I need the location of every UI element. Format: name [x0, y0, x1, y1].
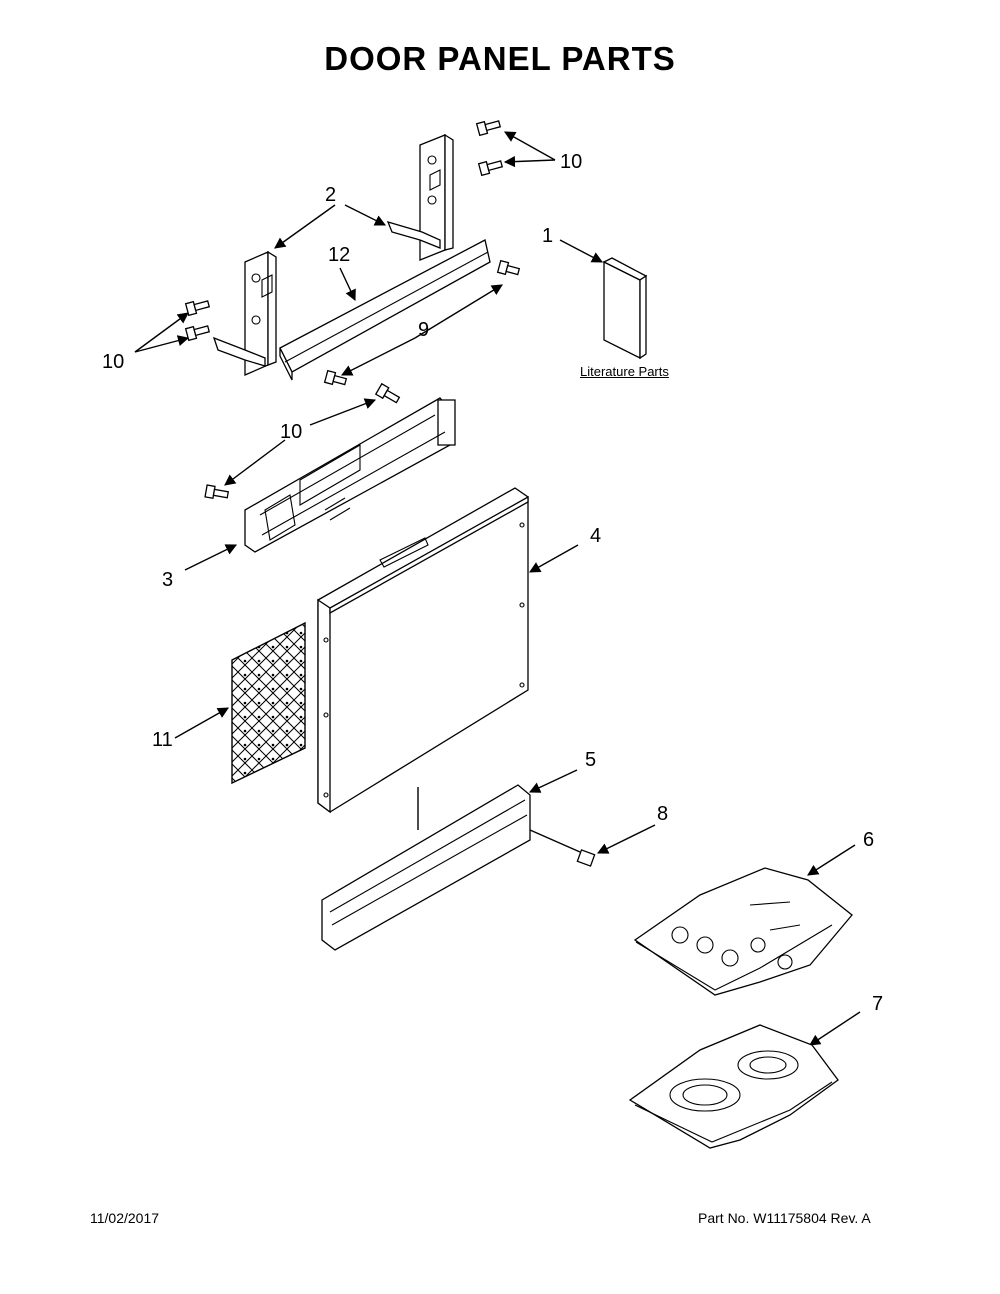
callout-5: 5: [585, 749, 597, 771]
page-title: DOOR PANEL PARTS: [324, 40, 676, 77]
footer-date: 11/02/2017: [90, 1210, 160, 1226]
callout-8: 8: [657, 803, 669, 825]
callout-9: 9: [418, 319, 430, 341]
bracket-part-2-right: [386, 133, 454, 261]
callout-11: 11: [152, 729, 173, 751]
bracket-part-2-left: [212, 250, 277, 376]
rail-part-12: [279, 239, 491, 381]
callout-10-top-right: 10: [560, 151, 583, 173]
screw-parts-9: [323, 259, 521, 386]
fastener-part-8: [576, 849, 596, 867]
callout-4: 4: [590, 525, 602, 547]
callout-2: 2: [325, 184, 337, 206]
literature-parts-label: Literature Parts: [580, 364, 669, 379]
callout-7: 7: [872, 993, 884, 1015]
callout-1: 1: [542, 225, 554, 247]
literature-part-1: [602, 257, 648, 360]
door-panel-part-4: [317, 487, 529, 814]
trim-part-5: [321, 784, 531, 951]
leader-lines: [134, 131, 861, 1046]
hardware-bag-part-6: [633, 867, 853, 996]
hardware-bag-part-7: [628, 1024, 839, 1149]
screw-parts-10: [184, 120, 504, 500]
callout-10-left: 10: [102, 351, 125, 373]
footer-part-number: Part No. W11175804 Rev. A: [698, 1210, 871, 1226]
callout-3: 3: [162, 569, 174, 591]
control-housing-part-3: [244, 397, 456, 553]
callout-12: 12: [328, 244, 351, 266]
insulation-part-11: [231, 621, 306, 785]
callout-10-middle: 10: [280, 421, 303, 443]
callout-6: 6: [863, 829, 875, 851]
